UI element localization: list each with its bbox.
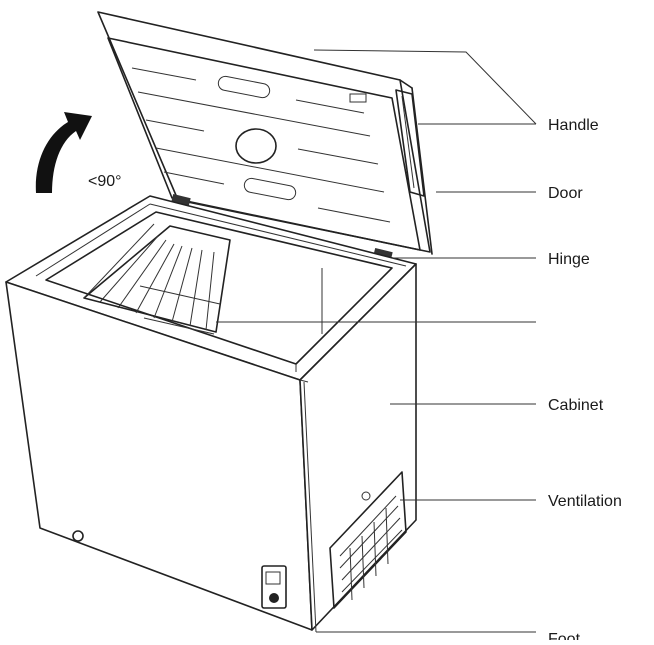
- label-handle: Handle: [548, 117, 599, 134]
- foot: [72, 530, 84, 542]
- control-panel: [261, 565, 287, 609]
- label-foot: Foot: [548, 631, 581, 640]
- door: [97, 11, 433, 255]
- label-door: Door: [548, 185, 583, 202]
- basket: [83, 223, 231, 335]
- label-ventilation: Ventilation: [548, 493, 622, 510]
- handle: [395, 89, 425, 197]
- leader-lines: [216, 49, 537, 633]
- ventilation-grille: [329, 471, 407, 609]
- door-liner: [131, 67, 391, 223]
- open-arrow-icon: [35, 112, 92, 193]
- angle-label: <90°: [88, 173, 122, 190]
- label-hinge: Hinge: [548, 251, 590, 268]
- label-cabinet: Cabinet: [548, 397, 604, 414]
